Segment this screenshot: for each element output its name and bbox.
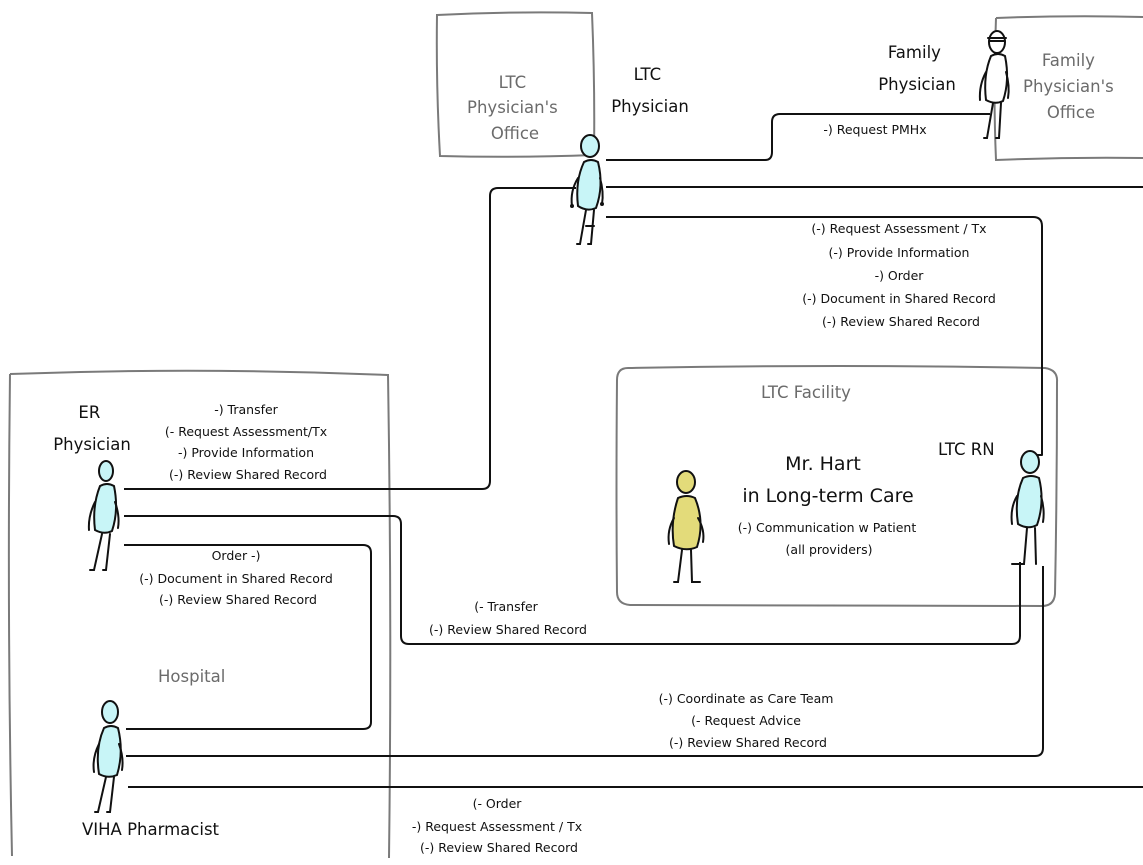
label-er-ltc: -) Transfer (- Request Assessment/Tx -) … [165, 402, 331, 482]
label-er-pharm: Order -) (-) Document in Shared Record (… [139, 548, 337, 607]
ltc-physician-figure [570, 135, 604, 244]
hospital-label: Hospital [158, 667, 225, 686]
head [99, 461, 113, 481]
patient-note: (-) Communication w Patient (all provide… [738, 520, 920, 557]
head [1021, 451, 1039, 473]
label-ltc-family: -) Request PMHx [823, 122, 926, 137]
label-ltc-rn: (-) Request Assessment / Tx (-) Provide … [802, 221, 1000, 329]
edge-er-ltc [124, 188, 576, 489]
patient-label: Mr. Hart in Long-term Care [742, 453, 913, 507]
edge-ltc-rn [606, 217, 1042, 455]
pharmacist-figure [94, 701, 123, 812]
ltc-physician-label: LTC Physician [611, 65, 689, 116]
ltc-office-label: LTC Physician's Office [467, 73, 563, 143]
head [102, 701, 118, 723]
ltc-rn-label: LTC RN [938, 440, 995, 459]
label-pharm-ext: (- Order -) Request Assessment / Tx (-) … [412, 796, 586, 855]
edge-ltc-family [606, 114, 990, 160]
pharmacist-label: VIHA Pharmacist [82, 820, 220, 839]
er-physician-figure [89, 461, 119, 570]
label-pharm-rn: (-) Coordinate as Care Team (- Request A… [659, 691, 838, 750]
ltc-rn-figure [1012, 451, 1044, 564]
ltc-facility-label: LTC Facility [761, 383, 851, 402]
er-physician-label: ER Physician [53, 403, 131, 454]
family-office-label: Family Physician's Office [1023, 51, 1119, 122]
label-er-rn: (- Transfer (-) Review Shared Record [429, 599, 587, 637]
family-physician-office-box: Family Physician's Office [995, 16, 1143, 160]
family-physician-label: Family Physician [878, 43, 956, 94]
head [581, 135, 599, 157]
head [677, 471, 695, 493]
ltc-physician-office-box: LTC Physician's Office [437, 12, 594, 156]
patient-figure [669, 471, 704, 582]
